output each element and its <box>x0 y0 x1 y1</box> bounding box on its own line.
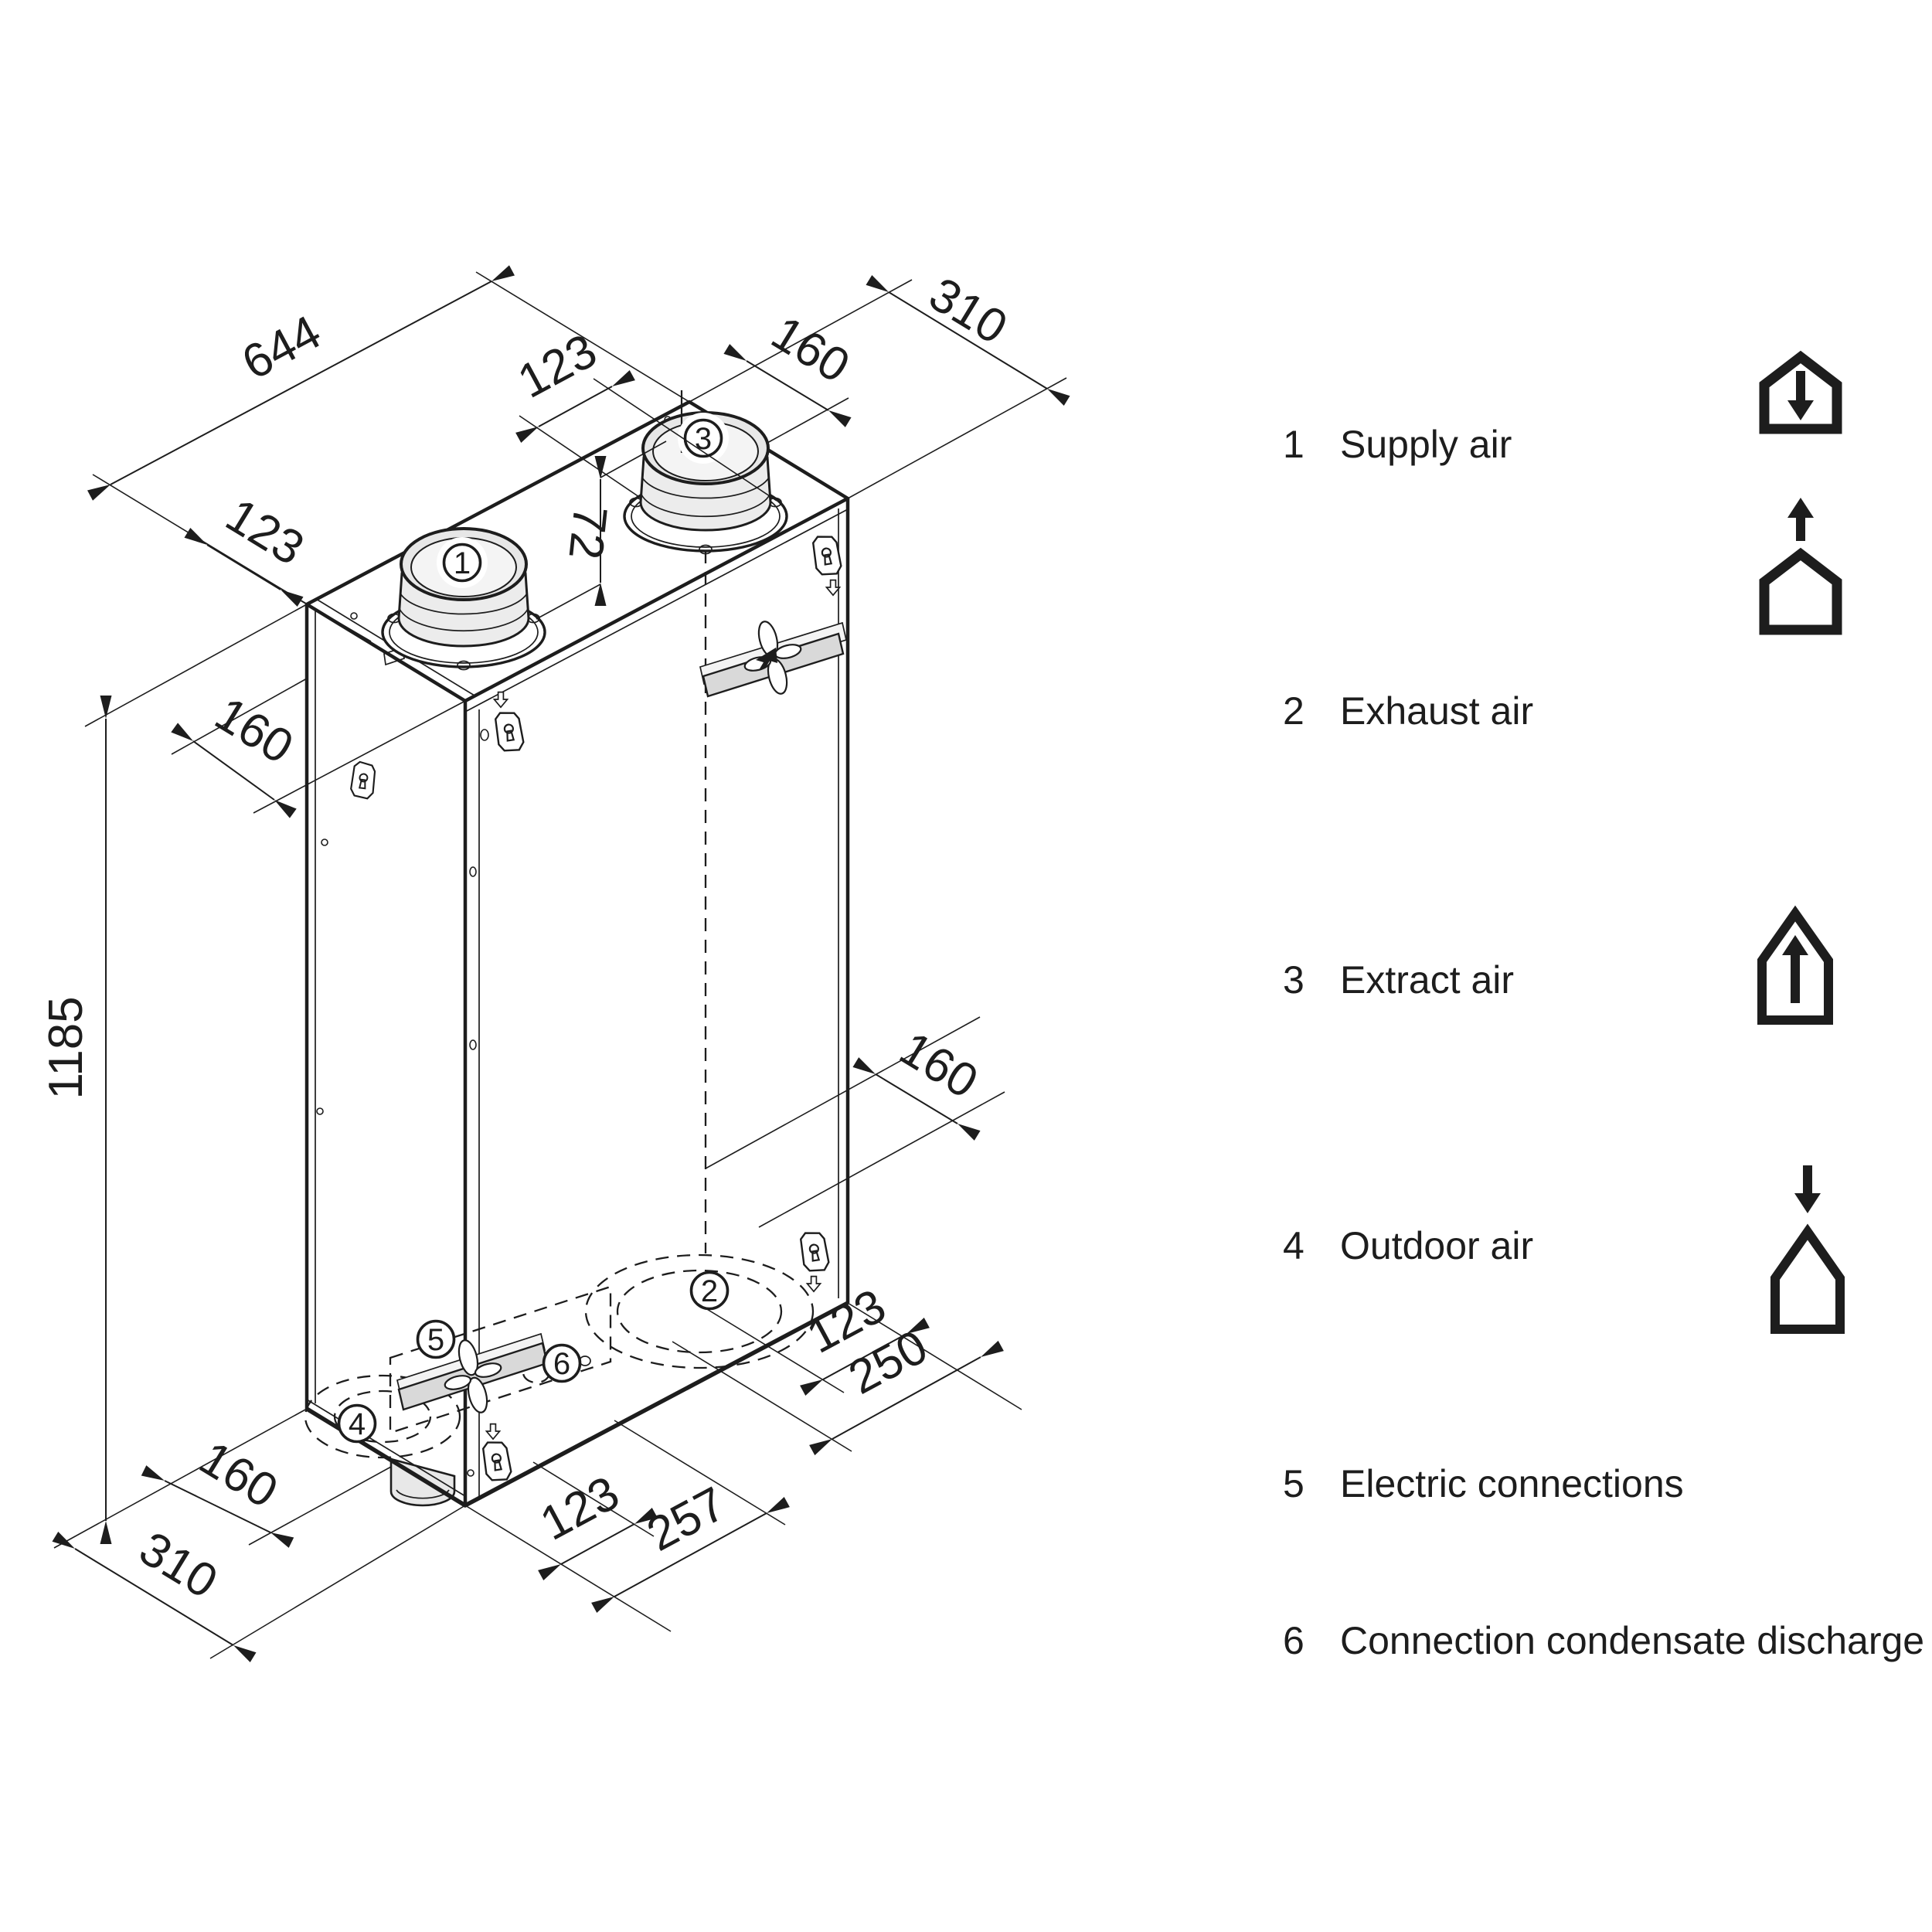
dim-310-bottom-left: 310 <box>131 1522 226 1609</box>
dim-123-top: 123 <box>509 324 605 409</box>
callout-3-num: 3 <box>695 422 712 456</box>
callout-4 <box>337 1403 377 1444</box>
dim-160-top: 160 <box>763 306 859 393</box>
left-face-bottom-inset <box>306 1399 466 1497</box>
legend-label-exhaust-air: Exhaust air <box>1340 689 1533 733</box>
left-face <box>307 604 465 1505</box>
arrow-up-above-house-icon <box>1759 498 1842 635</box>
dim-1185: 1185 <box>39 996 93 1099</box>
dim-160-bottom-left: 160 <box>191 1431 287 1519</box>
house-arrow-down-icon <box>1759 350 1842 434</box>
exhaust-hole-outer-dashed <box>584 1253 815 1369</box>
dimension-lines <box>52 265 1070 1663</box>
electric-box-dashed <box>389 1285 612 1434</box>
keyhole-tab-icon <box>349 760 378 801</box>
legend-num-1: 1 <box>1283 423 1304 466</box>
callout-5-num: 5 <box>427 1323 444 1357</box>
callout-4-num: 4 <box>349 1407 366 1441</box>
dim-644: 644 <box>233 305 329 390</box>
outdoor-hole-outer-dashed <box>304 1374 461 1459</box>
dim-72: 72 <box>558 503 617 562</box>
legend-label-extract-air: Extract air <box>1340 958 1514 1002</box>
callouts: 1 3 2 4 5 6 <box>337 413 730 1444</box>
callout-2-num: 2 <box>701 1274 718 1308</box>
legend-num-3: 3 <box>1283 958 1304 1002</box>
legend-label-supply-air: Supply air <box>1340 423 1512 466</box>
callout-6-num: 6 <box>553 1347 570 1381</box>
ventilation-unit: 1 3 2 4 5 6 <box>304 390 850 1508</box>
callout-3 <box>683 418 723 458</box>
dim-310-top: 310 <box>920 267 1016 355</box>
legend-num-2: 2 <box>1283 689 1304 733</box>
upper-damper <box>699 614 848 702</box>
legend-label-condensate-discharge: Connection condensate discharge <box>1340 1619 1924 1662</box>
house-arrow-up-icon <box>1757 905 1833 1025</box>
legend-label-electric-connections: Electric connections <box>1340 1462 1684 1505</box>
legend: 1 Supply air 2 Exhaust air 3 Extract air… <box>1283 350 1924 1662</box>
dim-257-bottom: 257 <box>638 1477 734 1562</box>
callout-2 <box>689 1270 730 1311</box>
legend-label-outdoor-air: Outdoor air <box>1340 1224 1533 1267</box>
right-face-top-inset <box>464 509 849 713</box>
legend-num-4: 4 <box>1283 1224 1304 1267</box>
dim-123-upper-left: 123 <box>217 488 313 576</box>
callout-5 <box>416 1319 456 1359</box>
dim-160-right-mid: 160 <box>891 1022 987 1109</box>
exhaust-hole-inner-dashed <box>616 1269 783 1354</box>
callout-1-num: 1 <box>454 546 471 580</box>
callout-1 <box>442 543 482 583</box>
legend-num-6: 6 <box>1283 1619 1304 1662</box>
callout-6 <box>542 1343 582 1383</box>
arrow-down-above-house-icon <box>1770 1165 1845 1334</box>
right-face <box>465 498 848 1505</box>
dim-123-bottom: 123 <box>532 1466 628 1551</box>
legend-num-5: 5 <box>1283 1462 1304 1505</box>
